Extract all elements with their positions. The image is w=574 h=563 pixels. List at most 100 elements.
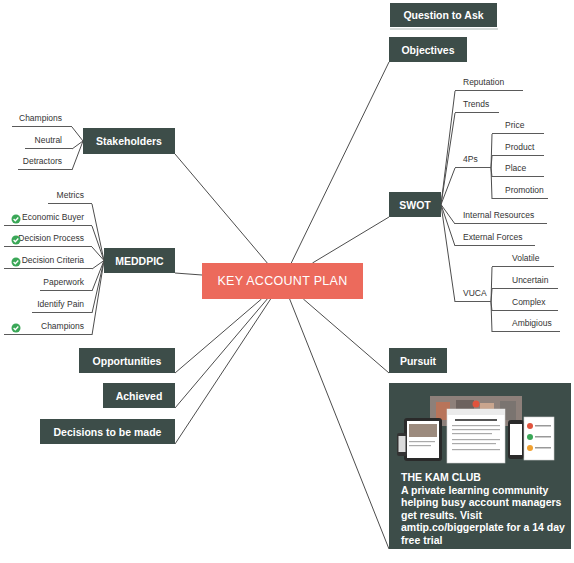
leaf-topic: Paperwork xyxy=(40,276,92,291)
node-text: Objectives xyxy=(401,44,454,56)
leaf-topic: Decision Process xyxy=(4,232,92,247)
document-line xyxy=(452,439,500,440)
branch-connector xyxy=(175,273,202,275)
branch-connector xyxy=(441,205,455,303)
photo-banner xyxy=(430,396,522,426)
leaf-topic: 4Ps xyxy=(455,153,491,168)
branch-connector xyxy=(441,91,455,205)
tablet-screen xyxy=(407,421,439,458)
photo-detail xyxy=(436,402,450,420)
check-mark xyxy=(12,258,21,267)
leaf-topic: Complex xyxy=(492,296,558,311)
panel-dot xyxy=(527,423,533,429)
check-tick xyxy=(14,239,19,242)
check-mark xyxy=(12,324,21,333)
leaf-topic: Uncertain xyxy=(492,274,558,289)
tablet-frame xyxy=(404,418,442,461)
check-tick xyxy=(14,261,19,264)
node-text: Trends xyxy=(463,99,489,110)
node-text: Stakeholders xyxy=(96,135,162,147)
branch-box: Pursuit xyxy=(389,348,447,373)
tablet-line xyxy=(409,445,431,446)
check-mark xyxy=(12,215,21,224)
node-text: Question to Ask xyxy=(403,9,483,21)
node-text: Champions xyxy=(19,113,62,124)
node-text: KEY ACCOUNT PLAN xyxy=(217,274,347,288)
branch-box: MEDDPIC xyxy=(104,248,175,273)
branch-connector xyxy=(441,205,455,247)
node-text: Economic Buyer xyxy=(22,212,84,223)
document-line xyxy=(452,429,500,430)
leaf-topic: Price xyxy=(492,119,544,134)
node-text: VUCA xyxy=(463,288,487,299)
leaf-topic: Promotion xyxy=(492,184,548,199)
branch-connector xyxy=(72,127,83,141)
branch-connector xyxy=(175,299,261,373)
branch-connector xyxy=(441,168,455,205)
node-text: Reputation xyxy=(463,77,504,88)
document-line xyxy=(455,419,497,421)
node-text: Internal Resources xyxy=(463,210,534,221)
panel-dot xyxy=(527,434,533,440)
leaf-topic: Volatile xyxy=(492,252,554,267)
tablet-picture xyxy=(409,424,437,437)
check-marks xyxy=(12,215,21,333)
branch-box: Stakeholders xyxy=(83,128,175,154)
panel-line xyxy=(535,447,551,449)
panel-line xyxy=(535,436,551,438)
side-panel xyxy=(524,417,554,460)
leaf-topic: Economic Buyer xyxy=(4,211,92,226)
check-mark xyxy=(12,236,21,245)
node-text: Complex xyxy=(512,297,546,308)
leaf-topic: Place xyxy=(492,162,544,177)
branch-connector xyxy=(72,141,83,170)
node-text: Decision Criteria xyxy=(22,255,84,266)
leaf-topic: Ambigious xyxy=(492,317,560,332)
node-text: Pursuit xyxy=(400,355,436,367)
branch-connector xyxy=(290,299,389,549)
photo-detail xyxy=(500,401,516,420)
node-text: Decisions to be made xyxy=(54,426,162,438)
node-text: Volatile xyxy=(512,253,539,264)
node-text: Identify Pain xyxy=(37,299,84,310)
node-text: A private learning community helping bus… xyxy=(401,484,565,547)
branch-connector xyxy=(441,113,455,205)
node-text: Opportunities xyxy=(93,355,162,367)
branch-box: Question to Ask xyxy=(390,3,497,27)
phone-screen xyxy=(399,436,406,452)
document-header xyxy=(447,409,505,415)
node-text: Paperwork xyxy=(43,277,84,288)
branch-connector xyxy=(92,247,104,261)
node-text: Achieved xyxy=(116,390,163,402)
tablet-line xyxy=(409,441,435,442)
node-text: Promotion xyxy=(505,185,544,196)
check-tick xyxy=(14,327,19,330)
leaf-topic: Trends xyxy=(455,98,499,113)
document-line xyxy=(452,449,500,450)
panel-line xyxy=(535,425,551,427)
branch-connector xyxy=(92,261,104,314)
node-text: Uncertain xyxy=(512,275,548,286)
branch-connector xyxy=(175,154,267,263)
box-shadow-line xyxy=(390,28,498,30)
branch-box: Achieved xyxy=(103,383,175,408)
node-text: Neutral xyxy=(35,135,62,146)
leaf-topic: Internal Resources xyxy=(455,209,547,224)
branch-connector xyxy=(175,299,267,408)
document-line xyxy=(452,425,500,426)
branch-connector xyxy=(92,261,104,336)
node-text: Champions xyxy=(41,321,84,332)
node-text: External Forces xyxy=(463,232,523,243)
leaf-topic: Detractors xyxy=(18,155,72,170)
check-tick xyxy=(14,218,19,221)
document-line xyxy=(452,433,492,434)
document-screen xyxy=(447,409,505,463)
branch-box: Decisions to be made xyxy=(40,419,175,444)
leaf-topic: Decision Criteria xyxy=(4,254,92,269)
promo-box: THE KAM CLUBA private learning community… xyxy=(389,383,571,549)
central-topic: KEY ACCOUNT PLAN xyxy=(202,263,363,299)
branch-connector xyxy=(312,217,389,263)
leaf-topic: Reputation xyxy=(455,76,523,91)
photo-detail xyxy=(480,403,494,420)
